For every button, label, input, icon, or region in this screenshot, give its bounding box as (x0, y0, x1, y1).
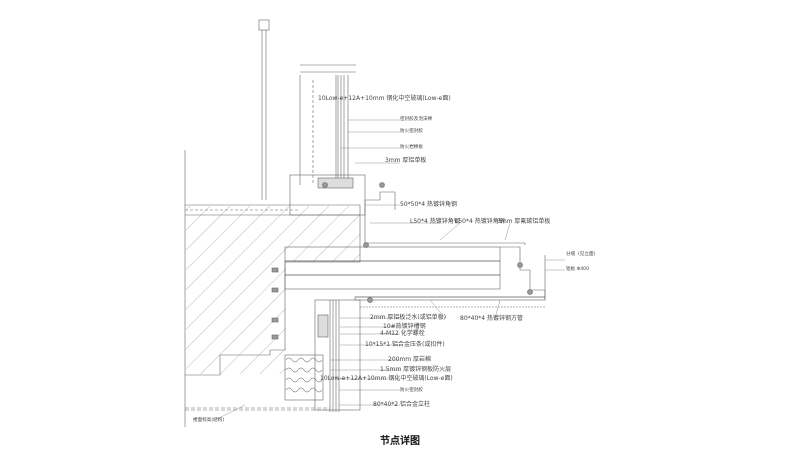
label-upper-glass: 10Low-e+12A+10mm 钢化中空玻璃(Low-e面) (318, 95, 451, 102)
label-fluorocarbon-panel: 3mm 厚氟碳铝单板 (497, 218, 551, 225)
label-mullion: 80*40*2 铝合金立柱 (373, 401, 430, 408)
label-sealant: 密封胶及泡沫棒 (400, 117, 433, 122)
label-lower-glass: 10Low-e+12A+10mm 钢化中空玻璃(Low-e面) (320, 375, 453, 382)
label-bolts: 4-M12 化学螺栓 (380, 330, 425, 337)
label-steel-tube: 80*40*4 热镀锌钢方管 (460, 315, 523, 322)
label-angle-l50-a: L50*4 热镀锌角钢 (410, 218, 460, 225)
label-channel: 10#热镀锌槽钢 (383, 323, 426, 330)
label-aluminium-panel: 3mm 厚铝单板 (385, 157, 427, 164)
label-galvanized-sheet: 1.5mm 厚镀锌钢板防火层 (380, 366, 452, 373)
label-see-elevation: (见立面) (578, 252, 596, 257)
label-pressure-strip: 10*15*1 铝合金压条(或扣件) (365, 341, 445, 348)
label-joint: 分缝 (566, 252, 576, 257)
drawing-title: 节点详图 (380, 436, 420, 447)
label-floor-level: 楼面标高(结构) (193, 418, 225, 423)
label-lower-fire-sealant: 防火密封胶 (400, 388, 423, 393)
label-angle-50: 50*50*4 热镀锌角钢 (400, 201, 457, 208)
label-angle-l50-b: L50*4 热镀锌角钢 (455, 218, 505, 225)
column-top-box (258, 19, 270, 31)
label-flashing: 2mm 厚铝板泛水(或铝单板) (370, 314, 447, 321)
label-fire-board: 防火岩棉板 (400, 145, 423, 150)
label-aluminium-dia: 铝板 Φ400 (566, 267, 590, 272)
label-rockwool: 200mm 厚岩棉 (388, 356, 432, 363)
label-fire-sealant: 防火密封胶 (400, 129, 423, 134)
